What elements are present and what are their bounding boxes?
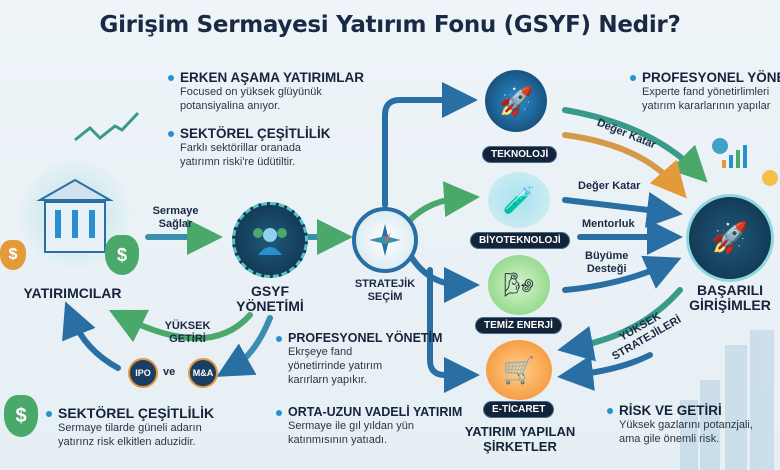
- ipo-badge: IPO: [128, 358, 158, 388]
- arrow-to-energy: [409, 255, 480, 303]
- sector-clean-energy[interactable]: TEMİZ ENERJİ: [475, 317, 562, 334]
- arrow-bio-success: [562, 191, 683, 228]
- bullet-early-stage: ERKEN AŞAMA YATIRIMLAR Focused on yüksek…: [168, 70, 364, 113]
- team-icon: [232, 202, 308, 278]
- bullet-sector-diversity-bottom: SEKTÖREL ÇEŞİTLİLİK Sermaye tilarde güne…: [46, 405, 214, 449]
- arrow-to-exit: [216, 315, 273, 377]
- city-skyline: [680, 330, 774, 470]
- bullet-risk-return: RİSK VE GETİRİ Yüksek gazlarını potanzja…: [607, 403, 753, 446]
- arrow-to-tech: [382, 82, 478, 208]
- money-bag-icon: $: [0, 240, 26, 270]
- lightbulb-icon: [762, 170, 778, 186]
- ma-badge: M&A: [188, 358, 218, 388]
- success-rocket-icon: 🚀: [686, 194, 774, 282]
- shopping-cart-globe-icon: 🛒: [486, 340, 552, 400]
- microscope-flask-icon: 🧪: [488, 172, 550, 228]
- investors-label: YATIRIMCILAR: [23, 285, 122, 301]
- value-add-label: Değer Katar: [578, 180, 641, 192]
- arrow-growth: [562, 255, 682, 293]
- mentoring-label: Mentorluk: [582, 218, 635, 230]
- arrow-exit-investors: [62, 301, 121, 371]
- page-title: Girişim Sermayesi Yatırım Fonu (GSYF) Ne…: [99, 12, 681, 38]
- bullet-sector-diversity-top: SEKTÖREL ÇEŞİTLİLİK Farklı sektörillar o…: [168, 126, 331, 169]
- arrow-to-bio: [407, 181, 480, 223]
- wind-solar-icon: 🌬: [488, 255, 550, 315]
- sector-biotechnology[interactable]: BİYOTEKNOLOJİ: [470, 232, 570, 249]
- arrow-success-back-2: [557, 352, 653, 391]
- mini-bar-chart-icon: [722, 145, 747, 168]
- money-hand-icon: $: [4, 395, 38, 437]
- bullet-professional-top: PROFESYONEL YÖNETİM Experte fand yönetir…: [630, 70, 780, 113]
- arrow-high-return: [108, 309, 253, 343]
- trend-line-icon: [74, 111, 140, 142]
- arrow-to-ecommerce: [427, 267, 480, 393]
- compass-icon: [352, 207, 418, 273]
- bullet-professional-bottom: PROFESYONEL YÖNETİM Ekrşeye fand yönetir…: [276, 331, 442, 387]
- arrow-success-back-1: [557, 287, 683, 362]
- and-label: ve: [163, 366, 176, 378]
- rocket-icon: 🚀: [485, 70, 547, 132]
- bullet-mid-long-term: ORTA-UZUN VADELİ YATIRIM Sermaye ile gıl…: [276, 405, 462, 447]
- arrow-tech-success-2: [562, 132, 687, 199]
- money-bag-icon: $: [105, 235, 139, 275]
- sector-technology[interactable]: TEKNOLOJİ: [482, 146, 558, 163]
- sector-ecommerce[interactable]: E-TİCARET: [483, 401, 555, 418]
